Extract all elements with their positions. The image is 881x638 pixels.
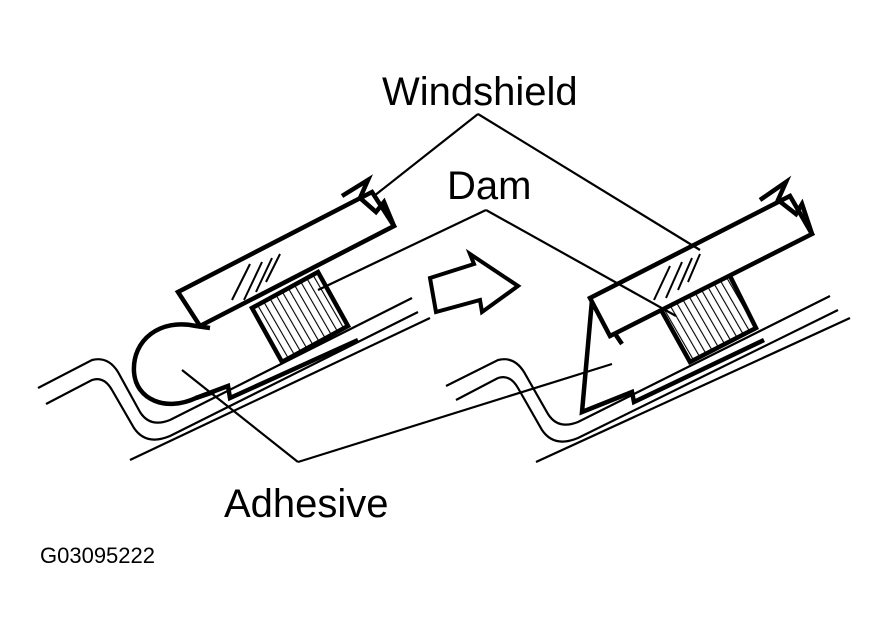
adhesive-leader-left bbox=[181, 369, 299, 463]
right-glass-shine bbox=[653, 253, 701, 301]
left-body-panel-upper bbox=[37, 297, 413, 424]
right-body-panel-base bbox=[535, 317, 851, 463]
left-body-panel-lower bbox=[45, 311, 419, 441]
adhesive-leader-right bbox=[297, 362, 613, 464]
dam-label: Dam bbox=[447, 164, 532, 208]
left-glass-shine bbox=[231, 253, 281, 301]
dam-leader-left bbox=[317, 209, 487, 291]
windshield-leader-left bbox=[373, 113, 479, 197]
left-adhesive-bead bbox=[131, 322, 215, 407]
windshield-label: Windshield bbox=[382, 70, 578, 114]
adhesive-label: Adhesive bbox=[224, 482, 389, 526]
right-body-panel-upper bbox=[445, 295, 831, 426]
dam-leader-right bbox=[485, 209, 677, 317]
left-dam bbox=[248, 268, 352, 366]
left-windshield-break bbox=[340, 174, 397, 227]
right-assembly bbox=[445, 175, 851, 463]
windshield-leader-right bbox=[477, 113, 701, 251]
figure-id: G03095222 bbox=[40, 543, 155, 568]
left-assembly bbox=[37, 174, 431, 461]
left-body-panel-base bbox=[129, 317, 431, 461]
right-body-panel-lower bbox=[455, 309, 839, 443]
right-windshield-break bbox=[758, 175, 815, 235]
direction-arrow bbox=[427, 248, 522, 316]
right-adhesive-bead bbox=[579, 299, 765, 416]
leader-lines bbox=[181, 113, 701, 464]
